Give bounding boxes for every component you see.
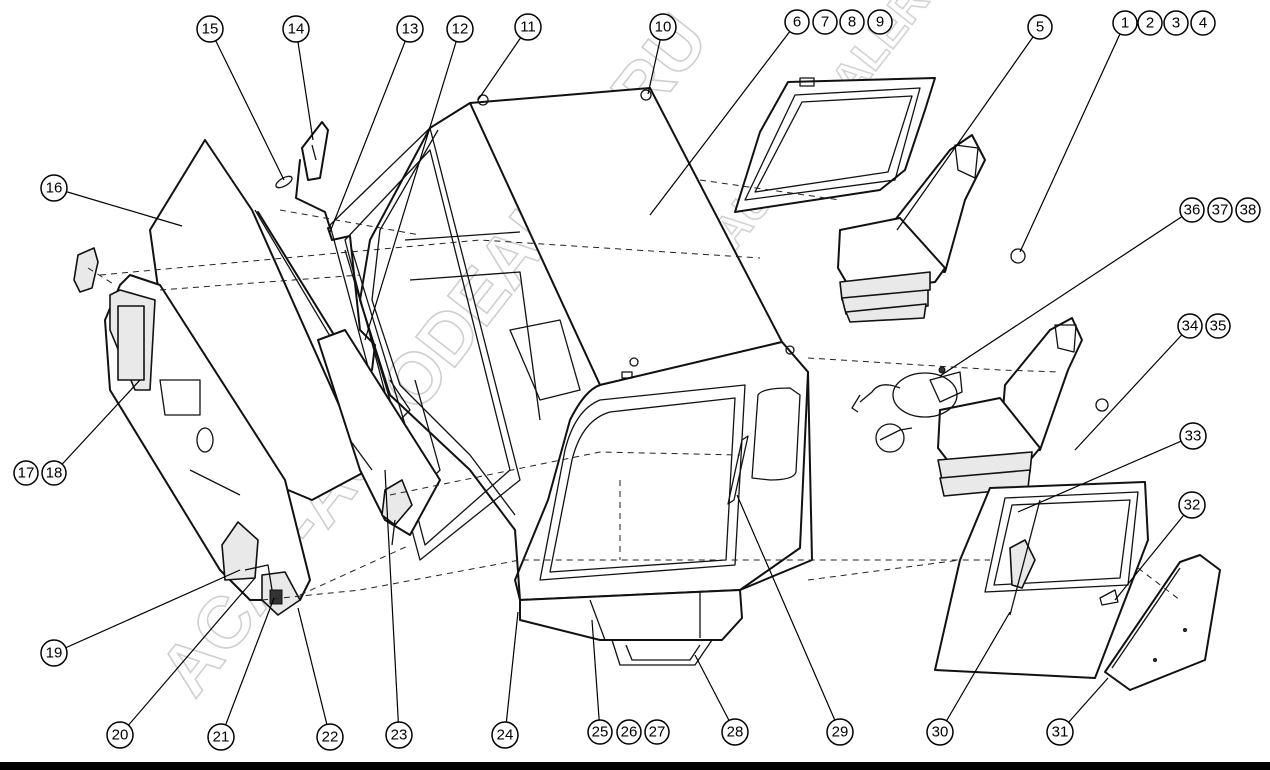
callout-8: 8 xyxy=(839,9,865,35)
callout-20: 20 xyxy=(106,721,134,749)
callout-30: 30 xyxy=(926,718,954,746)
callout-22: 22 xyxy=(316,723,344,751)
svg-text:9: 9 xyxy=(876,14,884,31)
callout-9: 9 xyxy=(867,9,893,35)
callout-1: 1 xyxy=(1112,10,1138,36)
callout-12: 12 xyxy=(446,15,474,43)
svg-text:8: 8 xyxy=(848,14,856,31)
callout-2: 2 xyxy=(1137,10,1163,36)
bottom-border xyxy=(0,762,1270,770)
callout-33: 33 xyxy=(1179,422,1207,450)
callout-15: 15 xyxy=(196,15,224,43)
svg-text:7: 7 xyxy=(821,14,829,31)
svg-text:13: 13 xyxy=(402,21,419,38)
callout-18: 18 xyxy=(41,460,67,486)
callout-36: 36 xyxy=(1179,197,1205,223)
svg-text:22: 22 xyxy=(322,729,339,746)
svg-text:27: 27 xyxy=(649,724,666,741)
callout-23: 23 xyxy=(385,721,413,749)
svg-text:21: 21 xyxy=(213,729,230,746)
callout-31: 31 xyxy=(1046,718,1074,746)
svg-text:18: 18 xyxy=(46,465,63,482)
svg-text:10: 10 xyxy=(655,19,672,36)
svg-text:23: 23 xyxy=(391,727,408,744)
svg-text:26: 26 xyxy=(621,724,638,741)
callout-25: 25 xyxy=(587,719,613,745)
callout-21: 21 xyxy=(207,723,235,751)
svg-text:36: 36 xyxy=(1184,202,1201,219)
leader-lines xyxy=(53,21,1194,738)
callout-10: 10 xyxy=(649,13,677,41)
callout-11: 11 xyxy=(514,13,542,41)
svg-text:34: 34 xyxy=(1182,318,1199,335)
callout-16: 16 xyxy=(40,174,68,202)
svg-text:28: 28 xyxy=(727,724,744,741)
rear-window-panel xyxy=(734,77,936,213)
callout-13: 13 xyxy=(396,15,424,43)
svg-text:32: 32 xyxy=(1184,497,1201,514)
mirror-14-15 xyxy=(275,121,331,229)
callouts: 1 2 3 4 5 6 7 8 9 10 11 12 13 14 15 16 1… xyxy=(13,9,1261,751)
callout-17: 17 xyxy=(13,460,39,486)
callout-14: 14 xyxy=(282,15,310,43)
callout-32: 32 xyxy=(1178,491,1206,519)
callout-38: 38 xyxy=(1235,197,1261,223)
svg-text:37: 37 xyxy=(1212,202,1229,219)
svg-text:33: 33 xyxy=(1185,428,1202,445)
cab-shell xyxy=(359,87,813,666)
assembly-dash-lines xyxy=(87,179,1181,601)
callout-34: 34 xyxy=(1177,313,1203,339)
svg-text:38: 38 xyxy=(1240,202,1257,219)
cover-31-32 xyxy=(1104,554,1221,691)
svg-text:29: 29 xyxy=(832,724,849,741)
callout-19: 19 xyxy=(40,639,68,667)
seat-34-35-steering xyxy=(851,317,1109,497)
svg-text:19: 19 xyxy=(46,645,63,662)
svg-text:25: 25 xyxy=(592,724,609,741)
svg-text:16: 16 xyxy=(46,180,63,197)
callout-37: 37 xyxy=(1207,197,1233,223)
seat-5 xyxy=(837,134,1026,323)
svg-text:14: 14 xyxy=(288,21,305,38)
callout-24: 24 xyxy=(491,721,519,749)
svg-text:1: 1 xyxy=(1121,15,1129,32)
callout-26: 26 xyxy=(616,719,642,745)
svg-text:15: 15 xyxy=(202,21,219,38)
lower-cover-23 xyxy=(317,329,441,546)
door-30-33 xyxy=(934,481,1149,679)
svg-text:20: 20 xyxy=(112,727,129,744)
svg-text:6: 6 xyxy=(793,14,801,31)
callout-5: 5 xyxy=(1027,14,1053,40)
callout-3: 3 xyxy=(1163,10,1189,36)
svg-text:30: 30 xyxy=(932,724,949,741)
svg-text:17: 17 xyxy=(18,465,35,482)
callout-7: 7 xyxy=(812,9,838,35)
callout-35: 35 xyxy=(1205,313,1231,339)
svg-text:35: 35 xyxy=(1210,318,1227,335)
svg-text:5: 5 xyxy=(1036,19,1044,36)
svg-text:3: 3 xyxy=(1172,15,1180,32)
svg-text:4: 4 xyxy=(1199,15,1207,32)
svg-text:11: 11 xyxy=(520,19,536,36)
callout-6: 6 xyxy=(784,9,810,35)
svg-text:12: 12 xyxy=(452,21,469,38)
side-panel-17-18 xyxy=(73,247,311,616)
svg-text:31: 31 xyxy=(1052,724,1069,741)
svg-text:24: 24 xyxy=(497,727,514,744)
callout-28: 28 xyxy=(721,718,749,746)
callout-4: 4 xyxy=(1190,10,1216,36)
callout-29: 29 xyxy=(826,718,854,746)
svg-text:2: 2 xyxy=(1146,15,1154,32)
callout-27: 27 xyxy=(644,719,670,745)
